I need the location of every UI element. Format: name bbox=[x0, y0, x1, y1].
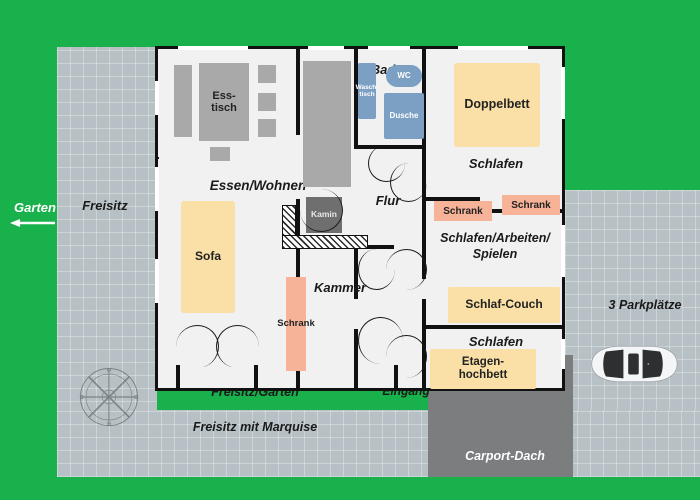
furniture-chair-1 bbox=[258, 65, 276, 83]
wall-v-kitchen-bath bbox=[354, 49, 358, 149]
wall-h-bed2-bed3 bbox=[424, 325, 562, 329]
furniture-schrank-left: Schrank bbox=[434, 201, 492, 221]
door-frame-terrace-right bbox=[254, 365, 258, 388]
door-arc-kitchen bbox=[300, 189, 343, 232]
furniture-sofa: Sofa bbox=[181, 201, 235, 313]
car-icon bbox=[591, 345, 678, 383]
wall-v-kammer-right-upper bbox=[354, 247, 358, 299]
room-label-schlafen-arbeiten-line1: Schlafen/Arbeiten/ bbox=[440, 231, 550, 245]
window-left-3 bbox=[155, 259, 159, 303]
left-arrow-icon bbox=[10, 219, 55, 227]
terrace-note: Freisitz mit Marquise bbox=[192, 420, 318, 434]
compass-rose-icon bbox=[79, 367, 139, 427]
window-top-2 bbox=[308, 46, 344, 50]
furniture-sideboard bbox=[174, 65, 192, 137]
waschtisch-label-line1: Wasch- bbox=[355, 83, 379, 91]
terrace-paving-left bbox=[57, 47, 157, 467]
wall-v-bath-right bbox=[422, 49, 426, 154]
parking-label: 3 Parkplätze bbox=[608, 298, 682, 312]
wall-h-bed1-bottom-a bbox=[424, 197, 480, 201]
room-label-schlafen-arbeiten-line2: Spielen bbox=[472, 247, 518, 261]
wall-h-bath-bottom-right bbox=[396, 145, 426, 149]
furniture-schlaf-couch: Schlaf-Couch bbox=[448, 287, 560, 323]
waschtisch-label-line2: tisch bbox=[359, 91, 375, 98]
furniture-waschtisch: Wasch- tisch bbox=[355, 63, 379, 119]
etagenhochbett-label-line1: Etagen- bbox=[461, 356, 505, 369]
window-left-2 bbox=[155, 167, 159, 211]
window-left-1 bbox=[155, 81, 159, 115]
furniture-dusche: Dusche bbox=[384, 93, 424, 139]
esstisch-label-line2: tisch bbox=[211, 102, 237, 114]
window-top-3 bbox=[368, 46, 410, 50]
window-right-2 bbox=[561, 225, 565, 277]
furniture-doppelbett: Doppelbett bbox=[454, 63, 540, 147]
room-label-kammer: Kammer bbox=[313, 280, 367, 295]
door-arc-bed3 bbox=[386, 335, 427, 378]
chimney-ledge bbox=[282, 235, 368, 249]
door-arc-terrace-a bbox=[176, 325, 219, 368]
room-label-essen-wohnen: Essen/Wohnen bbox=[209, 178, 307, 193]
wall-v-kammer-right-lower bbox=[354, 329, 358, 388]
wall-v-hall-bed1-upper bbox=[422, 149, 426, 187]
room-label-flur: Flur bbox=[375, 193, 401, 208]
furniture-schrank-right: Schrank bbox=[502, 195, 560, 215]
wall-v-bed2-left-mid bbox=[422, 299, 426, 341]
furniture-chair-4 bbox=[210, 147, 230, 161]
window-top-1 bbox=[178, 46, 248, 50]
wall-opening-left-1 bbox=[155, 157, 159, 159]
door-frame-entrance-right bbox=[394, 365, 398, 388]
door-arc-entrance bbox=[358, 317, 403, 364]
furniture-schrank-kammer: Schrank bbox=[277, 277, 315, 371]
furniture-wc: WC bbox=[386, 65, 422, 87]
garden-label: Garten bbox=[14, 200, 56, 215]
carport-label: Carport-Dach bbox=[465, 449, 545, 463]
window-right-3 bbox=[561, 339, 565, 369]
door-arc-kammer bbox=[358, 249, 395, 290]
paving-bottom-strip bbox=[57, 410, 700, 477]
wall-h-bath-bottom-left bbox=[354, 145, 396, 149]
furniture-kitchen-counter bbox=[303, 61, 351, 187]
door-arc-bath bbox=[368, 145, 405, 182]
wall-v-hall-right bbox=[422, 197, 426, 249]
etagenhochbett-label-line2: hochbett bbox=[458, 369, 508, 381]
door-arc-terrace-b bbox=[216, 325, 259, 368]
window-top-4 bbox=[458, 46, 528, 50]
room-label-schlafen-2: Schlafen bbox=[468, 334, 524, 349]
furniture-chair-3 bbox=[258, 119, 276, 137]
door-frame-terrace-left bbox=[176, 365, 180, 388]
wall-v-kitchen-left-lower bbox=[296, 199, 300, 249]
esstisch-label-line1: Ess- bbox=[212, 89, 236, 102]
furniture-esstisch: Ess- tisch bbox=[199, 63, 249, 141]
wall-v-kitchen-left-upper bbox=[296, 49, 300, 135]
window-right-1 bbox=[561, 67, 565, 119]
room-label-schlafen-1: Schlafen bbox=[468, 156, 524, 171]
furniture-chair-2 bbox=[258, 93, 276, 111]
house-outline: Essen/Wohnen Küche Bad Flur Kammer Schla… bbox=[155, 46, 565, 391]
furniture-etagenhochbett: Etagen- hochbett bbox=[430, 349, 536, 389]
door-opening-terrace bbox=[180, 367, 254, 388]
door-arc-bed1 bbox=[390, 163, 427, 202]
door-frame-entrance-left bbox=[354, 365, 358, 388]
terrace-label: Freisitz bbox=[82, 198, 128, 213]
door-arc-bed2 bbox=[386, 249, 427, 290]
